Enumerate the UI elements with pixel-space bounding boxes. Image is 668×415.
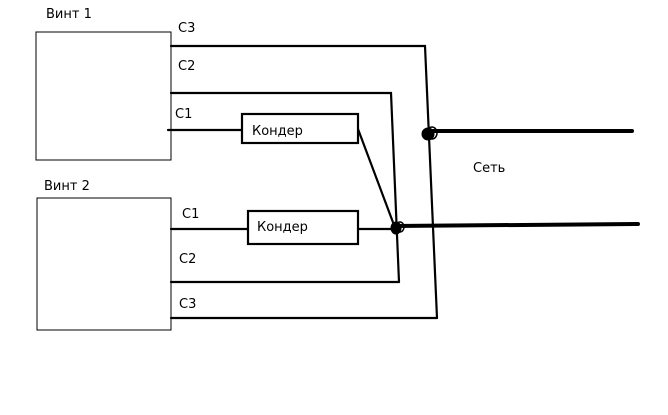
motor1-c2-label: С2 <box>178 59 195 74</box>
motor2-capacitor-label: Кондер <box>257 220 308 235</box>
motor1-c1-label: С1 <box>175 107 192 122</box>
motor2-capacitor <box>246 209 360 246</box>
junction-node-2-ring <box>395 221 405 233</box>
line-l3 <box>169 44 439 320</box>
motor2-c3-label: С3 <box>179 297 196 312</box>
motor1-capacitor <box>240 112 360 145</box>
junction-node-1 <box>421 127 435 141</box>
mains-line-2 <box>392 222 640 228</box>
motor1-c3-label: С3 <box>178 21 195 36</box>
network-label: Сеть <box>473 161 505 176</box>
motor2-c2-label: С2 <box>179 252 196 267</box>
motor1-title: Винт 1 <box>46 7 92 22</box>
motor2-box <box>36 197 172 331</box>
motor2-c1-label: С1 <box>182 207 199 222</box>
line-l2 <box>169 91 401 284</box>
motor1-capacitor-label: Кондер <box>252 124 303 139</box>
junction-node-1-ring <box>426 126 438 140</box>
motor2-title: Винт 2 <box>44 179 90 194</box>
motor1-box <box>35 31 172 161</box>
motor1-capacitor-wire <box>356 127 396 227</box>
